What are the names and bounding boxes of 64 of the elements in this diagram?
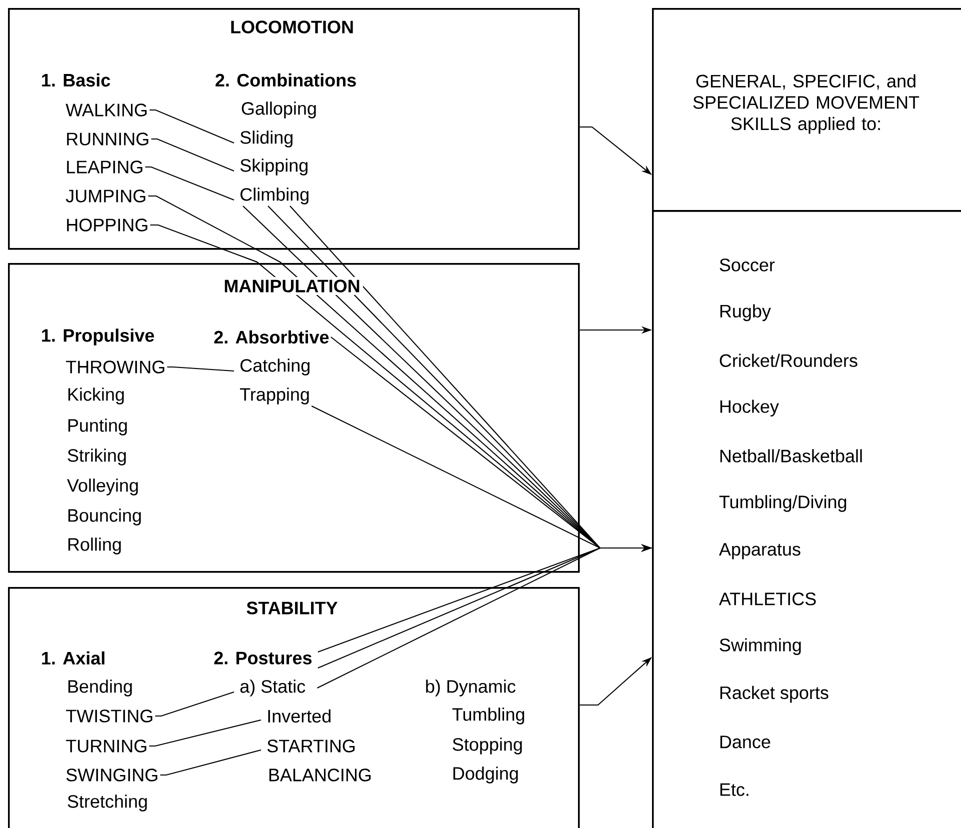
list-item: Racket sports [716, 683, 832, 706]
heading: 1. Propulsive [38, 326, 158, 348]
list-item: Cricket/Rounders [716, 351, 861, 370]
skill-label: Climbing [240, 188, 308, 204]
list-item: Bouncing [64, 506, 145, 528]
skill-label: Catching [240, 358, 310, 376]
connector-line [155, 691, 234, 717]
list-item: Galloping [238, 98, 320, 122]
skill-label: LEAPING [67, 160, 142, 174]
heading: 2. Combinations [212, 70, 360, 90]
list-item: Soccer [716, 256, 778, 274]
skill-label: a) Static [240, 680, 306, 696]
heading: 1. Basic [38, 70, 114, 90]
skill-label: HOPPING [67, 218, 148, 232]
skill-label: TWISTING [66, 710, 152, 722]
connector-line [160, 749, 262, 776]
skill-label: Inverted [268, 709, 330, 723]
skill-label: JUMPING [66, 190, 146, 202]
skill-label: RUNNING [67, 132, 148, 146]
text-box: GENERAL, SPECIFIC, and SPECIALIZED MOVEMENT SKILLS applied to: [652, 8, 961, 212]
category-box [8, 587, 580, 828]
list-item: Tumbling/Diving [716, 492, 850, 515]
list-item: BALANCING [265, 766, 375, 784]
box-title: LOCOMOTION [227, 18, 357, 36]
list-item: Etc. [716, 780, 753, 799]
connector-line [167, 366, 234, 372]
category-box [8, 263, 580, 573]
skill-label: SWINGING [66, 768, 158, 782]
heading: 1. Axial [38, 648, 108, 668]
category-box [8, 8, 580, 250]
list-item: Punting [64, 416, 131, 438]
list-item: Netball/Basketball [716, 446, 866, 466]
list-item: Kicking [64, 384, 128, 408]
box-title: MANIPULATION [221, 276, 363, 296]
list-item: Stopping [449, 734, 526, 758]
skill-label: Sliding [240, 130, 292, 148]
list-item: Swimming [716, 636, 805, 658]
list-item: Dodging [449, 764, 522, 786]
list-item: Tumbling [449, 704, 528, 728]
connector-line [151, 138, 234, 172]
list-item: Striking [64, 446, 130, 468]
heading: 2. Absorbtive [214, 330, 329, 344]
skill-label: Trapping [240, 388, 309, 404]
list-item: ATHLETICS [716, 590, 820, 608]
skill-label: THROWING [66, 360, 164, 374]
heading: 2. Postures [214, 652, 312, 664]
box-title: STABILITY [244, 598, 340, 618]
connector-line [145, 166, 234, 200]
list-item: Rolling [64, 534, 125, 558]
skill-label: TURNING [66, 740, 146, 752]
skill-label: Skipping [240, 158, 308, 176]
list-item: Volleying [64, 476, 142, 498]
connector-line [149, 719, 262, 747]
connector-line [150, 109, 234, 144]
list-item: Bending [64, 676, 136, 700]
list-item: Apparatus [716, 540, 804, 562]
skill-label: STARTING [267, 740, 355, 752]
skill-label: WALKING [66, 104, 147, 116]
category-box [652, 210, 961, 828]
list-item: Dance [716, 733, 774, 751]
list-item: Rugby [716, 302, 774, 324]
list-item: Hockey [716, 397, 782, 420]
list-item: b) Dynamic [422, 676, 519, 700]
list-item: Stretching [64, 792, 151, 814]
